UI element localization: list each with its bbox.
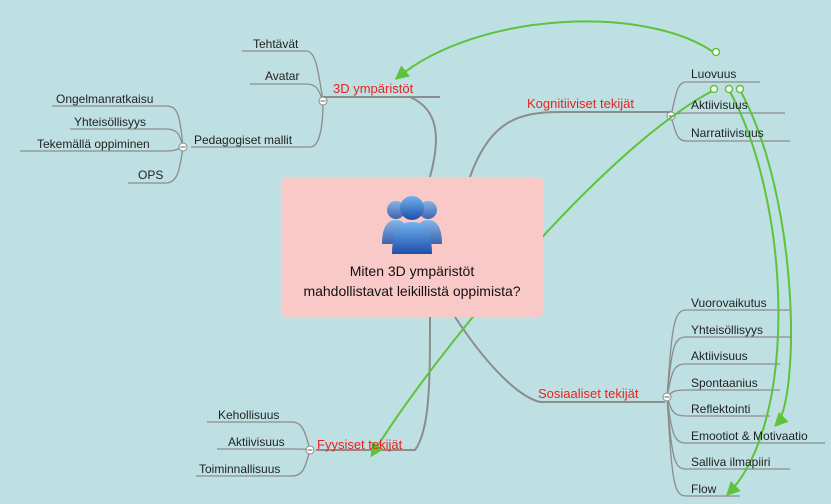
trunk-fyysiset [316, 316, 431, 451]
relation-arrow-luovuus-3d[interactable] [394, 20, 717, 80]
topic-narratiivisuus[interactable]: Narratiivisuus [691, 126, 764, 140]
relation-arrow-luovuus-emootiot[interactable] [739, 89, 792, 428]
minus-circle-icon[interactable] [662, 392, 672, 402]
relation-handle[interactable] [711, 47, 721, 57]
central-title-line-1: Miten 3D ympäristöt [349, 263, 475, 279]
relation-arrow-luovuus-flow[interactable] [726, 89, 780, 497]
branch-fyysiset-tekijat[interactable]: Fyysiset tekijät [317, 437, 403, 452]
branch-kognitiiviset-tekijat[interactable]: Kognitiiviset tekijät [527, 96, 634, 111]
topic-pedagogiset-mallit[interactable]: Pedagogiset mallit [194, 133, 293, 147]
topic-luovuus[interactable]: Luovuus [691, 67, 737, 81]
topic-aktiivisuus-kognitiiviset[interactable]: Aktiivisuus [691, 98, 748, 112]
topic-tehtavat[interactable]: Tehtävät [253, 37, 299, 51]
topic-vuorovaikutus[interactable]: Vuorovaikutus [691, 296, 767, 310]
relation-handle[interactable] [709, 84, 719, 94]
central-title-line-2: mahdollistavat leikillistä oppimista? [303, 283, 521, 299]
topic-aktiivisuus-fyysiset[interactable]: Aktiivisuus [228, 435, 285, 449]
trunk-kognitiiviset [469, 111, 671, 178]
topic-tekemalla-oppiminen[interactable]: Tekemällä oppiminen [37, 137, 150, 151]
people-group-icon [382, 196, 442, 254]
branch-3d-ymparistot[interactable]: 3D ympäristöt [333, 81, 414, 96]
topic-reflektointi[interactable]: Reflektointi [691, 402, 751, 416]
central-topic[interactable]: Miten 3D ympäristöt mahdollistavat leiki… [281, 177, 543, 317]
topic-ops[interactable]: OPS [138, 168, 164, 182]
topic-flow[interactable]: Flow [691, 482, 717, 496]
relation-handle[interactable] [724, 84, 734, 94]
topic-emootiot-motivaatio[interactable]: Emootiot & Motivaatio [691, 429, 808, 443]
topic-kehollisuus[interactable]: Kehollisuus [218, 408, 280, 422]
minus-circle-icon[interactable] [178, 142, 188, 152]
topic-spontaanius[interactable]: Spontaanius [691, 376, 758, 390]
relation-handle[interactable] [735, 84, 745, 94]
topic-yhteisollisyys-sosiaaliset[interactable]: Yhteisöllisyys [691, 323, 764, 337]
minus-circle-icon[interactable] [318, 96, 328, 106]
minus-circle-icon[interactable] [305, 445, 315, 455]
trunk-sosiaaliset [454, 316, 665, 403]
central-title: Miten 3D ympäristöt mahdollistavat leiki… [281, 261, 543, 301]
topic-ongelmanratkaisu[interactable]: Ongelmanratkaisu [56, 92, 154, 106]
topic-aktiivisuus-sosiaaliset[interactable]: Aktiivisuus [691, 349, 748, 363]
topic-avatar[interactable]: Avatar [265, 69, 300, 83]
branch-sosiaaliset-tekijat[interactable]: Sosiaaliset tekijät [538, 386, 639, 401]
trunk-3d-ymparistot [409, 96, 437, 178]
topic-toiminnallisuus[interactable]: Toiminnallisuus [199, 462, 281, 476]
topic-yhteisollisyys-pedagogiset[interactable]: Yhteisöllisyys [74, 115, 147, 129]
topic-salliva-ilmapiiri[interactable]: Salliva ilmapiiri [691, 455, 771, 469]
